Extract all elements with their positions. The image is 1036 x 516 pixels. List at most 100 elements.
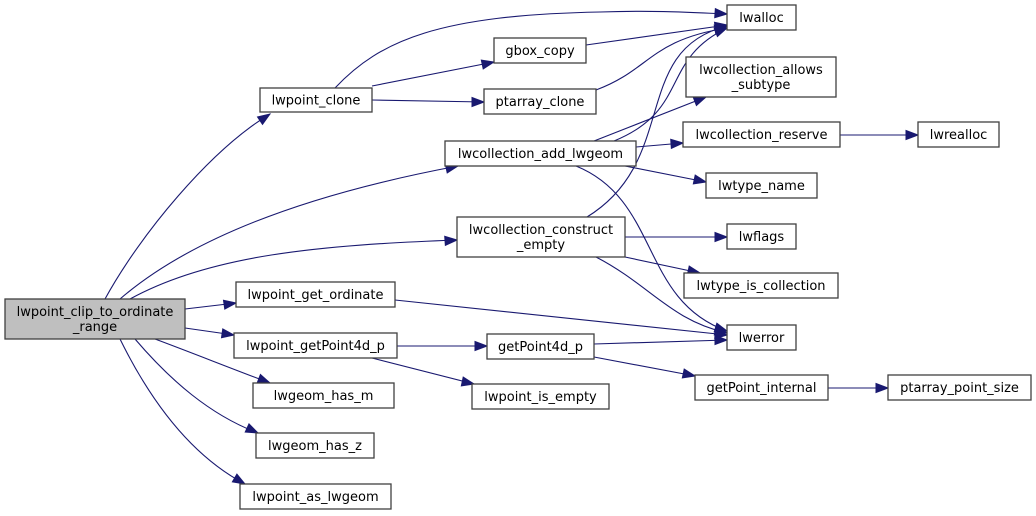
- node-box[interactable]: [917, 121, 1000, 148]
- node-label: lwtype_is_collection: [696, 279, 825, 294]
- node-box[interactable]: [683, 272, 839, 299]
- edge-lwcollection_reserve-to-lwrealloc: [840, 129, 920, 141]
- edge-lwcollection_add_lwgeom-to-lwtype_name: [624, 165, 708, 185]
- node-label: lwtype_name: [718, 179, 805, 194]
- node-gbox-copy[interactable]: gbox_copy: [493, 37, 587, 64]
- node-label: lwcollection_add_lwgeom: [458, 147, 623, 162]
- arrowhead-icon: [256, 113, 272, 126]
- edge-root-to-lwgeom_has_z: [134, 338, 260, 434]
- node-label: ptarray_point_size: [900, 381, 1019, 396]
- arrowhead-icon: [905, 129, 920, 141]
- edge-line: [104, 113, 271, 300]
- node-lwcollection-reserve[interactable]: lwcollection_reserve: [682, 121, 841, 148]
- edge-line: [371, 357, 475, 385]
- edge-root-to-lwcollection_construct_empty: [129, 235, 459, 300]
- edge-line: [119, 165, 459, 300]
- node-box[interactable]: [255, 432, 375, 459]
- edge-line: [586, 25, 728, 218]
- node-box[interactable]: [685, 56, 837, 98]
- arrowhead-icon: [692, 96, 708, 107]
- edge-getPoint4d_p-to-getPoint_internal: [593, 356, 697, 379]
- node-box[interactable]: [4, 298, 186, 340]
- node-lwpoint-get-ordinate[interactable]: lwpoint_get_ordinate: [235, 281, 396, 308]
- node-label: lwcollection_reserve: [696, 128, 828, 143]
- node-getPoint4d-p[interactable]: getPoint4d_p: [486, 333, 595, 360]
- node-lwcollection-add-lwgeom[interactable]: lwcollection_add_lwgeom: [444, 140, 637, 167]
- node-lwpoint-is-empty[interactable]: lwpoint_is_empty: [471, 383, 610, 410]
- node-getPoint-internal[interactable]: getPoint_internal: [694, 374, 829, 401]
- node-box[interactable]: [483, 88, 597, 115]
- node-box[interactable]: [235, 281, 396, 308]
- edge-line: [154, 338, 271, 384]
- node-label: lwpoint_as_lwgeom: [252, 490, 378, 505]
- node-root[interactable]: lwpoint_clip_to_ordinate_range: [4, 298, 186, 340]
- edge-root-to-lwgeom_has_m: [154, 338, 272, 384]
- node-label: lwpoint_get_ordinate: [248, 288, 384, 303]
- node-lwflags[interactable]: lwflags: [726, 223, 797, 250]
- arrowhead-icon: [444, 235, 459, 247]
- node-box[interactable]: [259, 87, 373, 113]
- node-lwtype-is-collection[interactable]: lwtype_is_collection: [683, 272, 839, 299]
- node-lwgeom-has-z[interactable]: lwgeom_has_z: [255, 432, 375, 459]
- node-box[interactable]: [444, 140, 637, 167]
- node-box[interactable]: [705, 172, 818, 199]
- node-ptarray-point-size[interactable]: ptarray_point_size: [887, 374, 1032, 401]
- edge-lwpoint_get_ordinate-to-lwerror: [394, 299, 729, 340]
- edge-lwcollection_add_lwgeom-to-lwcollection_allows_subtype: [593, 96, 708, 142]
- node-lwpoint-getPoint4d-p[interactable]: lwpoint_getPoint4d_p: [233, 332, 398, 359]
- edge-line: [613, 27, 728, 142]
- node-lwcollection-allows-subtype[interactable]: lwcollection_allows_subtype: [685, 56, 837, 98]
- node-label: gbox_copy: [505, 44, 575, 59]
- arrowhead-icon: [714, 334, 729, 346]
- node-box[interactable]: [239, 483, 392, 510]
- edge-line: [134, 338, 259, 434]
- node-box[interactable]: [486, 333, 595, 360]
- edge-root-to-lwpoint_get_ordinate: [184, 299, 238, 310]
- edge-lwpoint_clone-to-lwalloc: [334, 7, 729, 89]
- node-label: lwpoint_clip_to_ordinate: [17, 305, 174, 320]
- node-lwpoint-clone[interactable]: lwpoint_clone: [259, 87, 373, 113]
- node-lwcollection-construct-empty[interactable]: lwcollection_construct_empty: [456, 216, 626, 258]
- node-box[interactable]: [471, 383, 610, 410]
- edge-root-to-lwpoint_getPoint4d_p: [184, 327, 236, 339]
- nodes-layer: lwpoint_clip_to_ordinate_rangelwpoint_cl…: [4, 4, 1032, 510]
- node-box[interactable]: [682, 121, 841, 148]
- edge-line: [593, 339, 728, 345]
- edge-lwpoint_getPoint4d_p-to-lwpoint_is_empty: [371, 357, 476, 387]
- edge-line: [371, 99, 485, 103]
- node-box[interactable]: [726, 223, 797, 250]
- edge-line: [595, 256, 728, 334]
- edge-line: [593, 96, 707, 142]
- edge-lwcollection_construct_empty-to-lwalloc: [586, 24, 729, 218]
- edge-lwpoint_clone-to-ptarray_clone: [371, 96, 486, 108]
- node-lwrealloc[interactable]: lwrealloc: [917, 121, 1000, 148]
- node-box[interactable]: [233, 332, 398, 359]
- node-box[interactable]: [726, 324, 797, 351]
- edge-line: [624, 165, 707, 183]
- node-box[interactable]: [493, 37, 587, 64]
- arrowhead-icon: [460, 376, 476, 387]
- edge-root-to-lwpoint_as_lwgeom: [119, 338, 247, 485]
- node-lwalloc[interactable]: lwalloc: [726, 4, 797, 31]
- node-lwtype-name[interactable]: lwtype_name: [705, 172, 818, 199]
- node-box[interactable]: [694, 374, 829, 401]
- edge-root-to-lwpoint_clone: [104, 113, 272, 300]
- node-lwgeom-has-m[interactable]: lwgeom_has_m: [252, 382, 395, 409]
- node-box[interactable]: [887, 374, 1032, 401]
- node-lwpoint-as-lwgeom[interactable]: lwpoint_as_lwgeom: [239, 483, 392, 510]
- node-box[interactable]: [726, 4, 797, 31]
- arrowhead-icon: [220, 328, 236, 339]
- node-ptarray-clone[interactable]: ptarray_clone: [483, 88, 597, 115]
- node-label: lwerror: [739, 331, 785, 346]
- node-label: _range: [72, 320, 117, 335]
- edge-line: [595, 27, 728, 91]
- node-lwerror[interactable]: lwerror: [726, 324, 797, 351]
- node-label: lwcollection_construct: [469, 223, 613, 238]
- arrowhead-icon: [256, 373, 272, 384]
- node-box[interactable]: [252, 382, 395, 409]
- edge-line: [575, 165, 728, 332]
- node-box[interactable]: [456, 216, 626, 258]
- edge-getPoint_internal-to-ptarray_point_size: [828, 382, 890, 394]
- arrowhead-icon: [714, 231, 729, 243]
